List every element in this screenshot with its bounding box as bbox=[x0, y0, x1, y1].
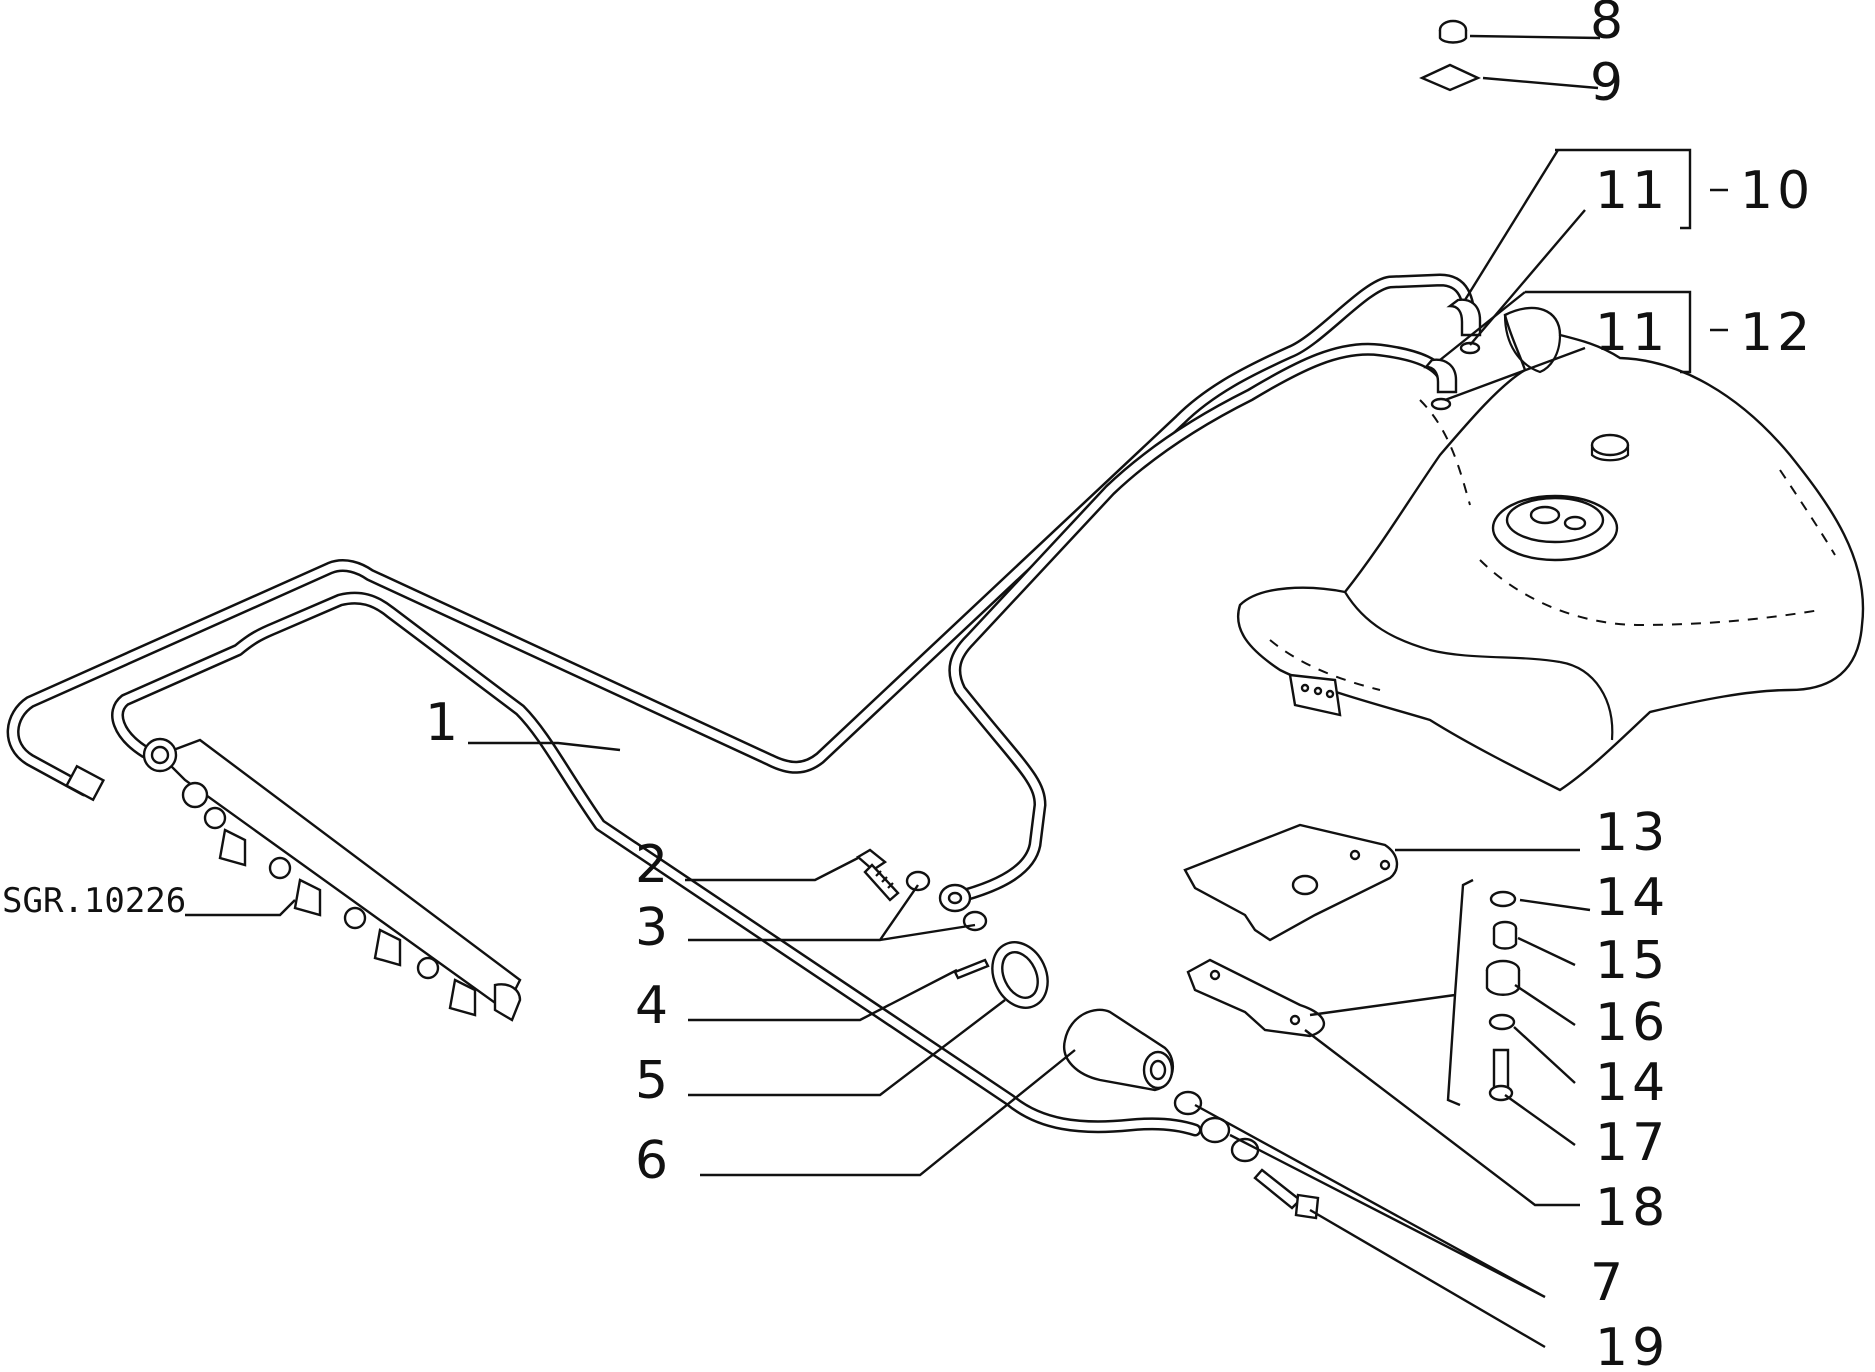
callout-9: 9 bbox=[1590, 53, 1627, 113]
callout-18: 18 bbox=[1595, 1178, 1669, 1238]
callout-11b: 11 bbox=[1595, 303, 1669, 363]
fuel-pipes bbox=[6, 273, 1482, 1137]
callout-13: 13 bbox=[1595, 803, 1669, 863]
callout-17: 17 bbox=[1595, 1113, 1669, 1173]
reference-code: SGR.10226 bbox=[2, 881, 186, 921]
banjo-fitting bbox=[938, 883, 972, 913]
callout-2: 2 bbox=[635, 835, 672, 895]
callout-3: 3 bbox=[635, 898, 672, 958]
callout-12: 12 bbox=[1740, 303, 1814, 363]
callout-11a: 11 bbox=[1595, 161, 1669, 221]
washer-14a bbox=[1489, 890, 1517, 908]
callout-16: 16 bbox=[1595, 993, 1669, 1053]
banjo-bolt bbox=[855, 848, 900, 902]
filter-mounting-bracket bbox=[1183, 823, 1399, 942]
retaining-clip bbox=[1419, 63, 1481, 92]
screw-17 bbox=[1488, 1048, 1514, 1102]
callout-14a: 14 bbox=[1595, 868, 1669, 928]
callout-4: 4 bbox=[635, 976, 672, 1036]
filter-clamp bbox=[991, 941, 1049, 1009]
fuel-injector-rail bbox=[142, 737, 522, 1022]
callout-5: 5 bbox=[635, 1051, 672, 1111]
washer-7a bbox=[1173, 1090, 1203, 1116]
spacer-15 bbox=[1492, 920, 1518, 950]
callout-1: 1 bbox=[425, 693, 462, 753]
hose-fitting bbox=[1199, 1116, 1231, 1144]
fuel-tank bbox=[1237, 306, 1865, 792]
nut bbox=[1438, 19, 1468, 44]
callout-10: 10 bbox=[1740, 161, 1814, 221]
leader-lines bbox=[185, 34, 1728, 1349]
callout-19: 19 bbox=[1595, 1318, 1669, 1372]
callouts: 1 2 3 4 5 6 7 8 9 10 11 11 12 13 14 15 1… bbox=[2, 0, 1814, 1372]
callout-7: 7 bbox=[1590, 1253, 1627, 1313]
rubber-mount-16 bbox=[1485, 959, 1521, 996]
fuel-filter bbox=[1062, 1008, 1175, 1092]
sealing-washer bbox=[905, 870, 931, 892]
screw bbox=[953, 958, 990, 980]
support-bracket bbox=[1186, 958, 1326, 1038]
callout-8: 8 bbox=[1590, 0, 1627, 51]
callout-15: 15 bbox=[1595, 931, 1669, 991]
callout-14b: 14 bbox=[1595, 1053, 1669, 1113]
callout-6: 6 bbox=[635, 1131, 672, 1191]
washer-14b bbox=[1488, 1013, 1516, 1031]
bolt-19 bbox=[1253, 1168, 1320, 1220]
